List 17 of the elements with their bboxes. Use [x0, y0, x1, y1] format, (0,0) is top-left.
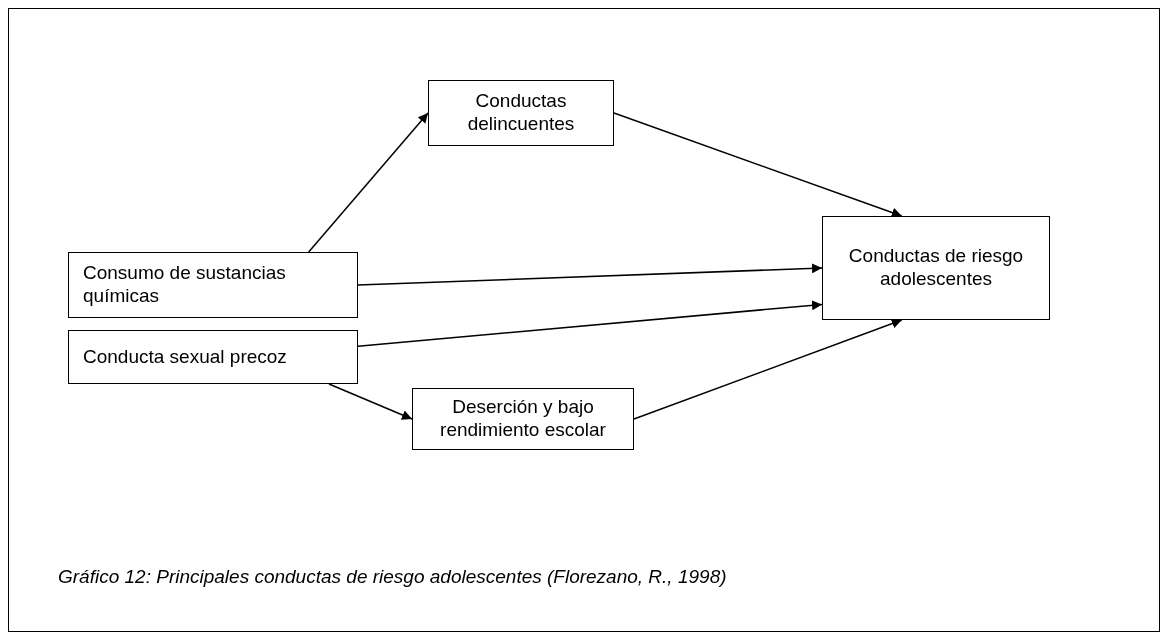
process-box [428, 80, 614, 146]
caption: Gráfico 12: Principales conductas de riesgo adolescentes (Florezano, R., 1998) [58, 566, 727, 588]
arrow [357, 300, 823, 347]
arrow [357, 263, 823, 286]
box-label: Consumo de sustancias químicas [83, 262, 286, 306]
process-box [412, 388, 634, 450]
box-label: Conductas delincuentes [467, 90, 575, 134]
box-label: Conductas de riesgo adolescentes [848, 245, 1024, 289]
box-label: Conducta sexual precoz [83, 345, 287, 367]
box-label: Deserción y bajo rendimiento escolar [440, 396, 606, 440]
arrow [633, 318, 903, 420]
process-box [822, 216, 1050, 320]
arrow [307, 112, 429, 253]
process-box [68, 252, 358, 318]
arrow [613, 112, 903, 218]
process-box [68, 330, 358, 384]
arrow [328, 383, 413, 420]
